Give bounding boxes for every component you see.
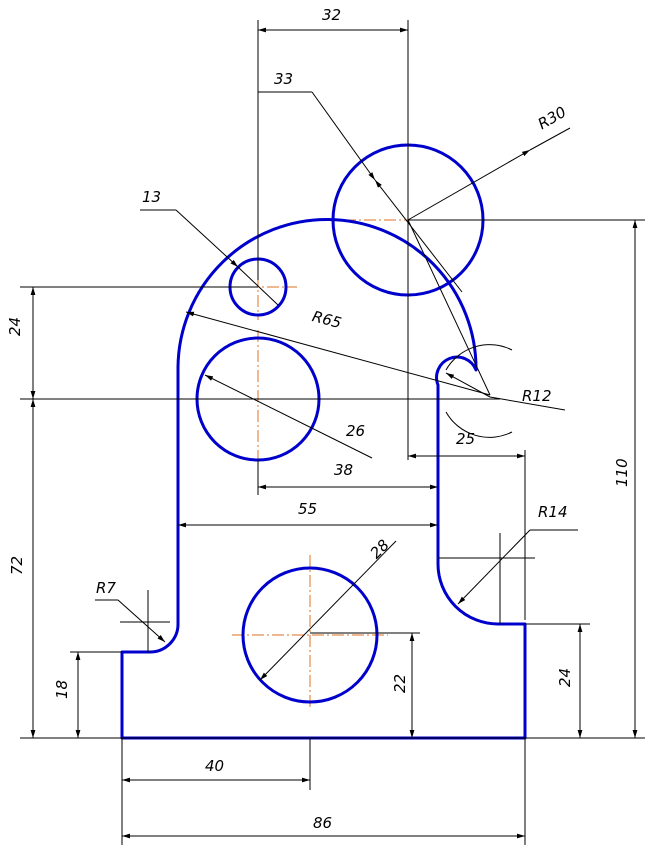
- dim-hole-top-dia: 33: [274, 70, 293, 88]
- dim-24-right: 24: [556, 668, 574, 687]
- dim-32: 32: [322, 6, 341, 24]
- dim-72: 72: [8, 556, 26, 575]
- dimension-labels: 32 33 R30 13 R65 24 R12 26 25 38 55 R14 …: [6, 6, 631, 832]
- dim-38: 38: [334, 461, 353, 479]
- dim-55: 55: [298, 500, 317, 518]
- dim-hole-mid-dia: 26: [346, 422, 365, 440]
- dim-18: 18: [53, 680, 71, 699]
- dim-r65: R65: [310, 307, 343, 332]
- dim-r12: R12: [522, 387, 552, 405]
- dimension-lines: [20, 20, 645, 845]
- dim-24-left: 24: [6, 317, 24, 336]
- dim-hole-small-dia: 13: [142, 188, 161, 206]
- dim-r14: R14: [538, 503, 568, 521]
- dim-r7: R7: [96, 579, 116, 597]
- dim-110: 110: [613, 458, 631, 487]
- dim-86: 86: [313, 814, 332, 832]
- dim-r30: R30: [535, 103, 570, 133]
- hole-bottom: [241, 566, 379, 704]
- dim-40: 40: [205, 757, 224, 775]
- dim-22: 22: [391, 674, 409, 693]
- dim-25: 25: [456, 430, 475, 448]
- dim-hole-bottom-dia: 28: [367, 536, 393, 562]
- outer-contour: [120, 218, 527, 740]
